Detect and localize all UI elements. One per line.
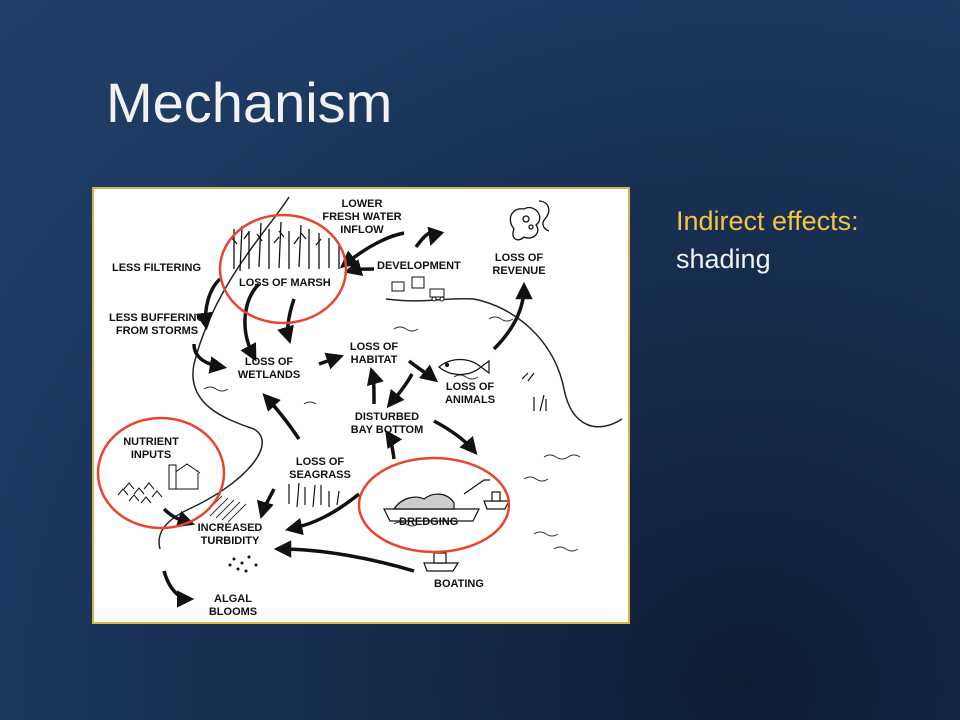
label-less-filtering: LESS FILTERING — [112, 262, 201, 274]
side-text-line1: Indirect effects: — [676, 206, 859, 236]
money-bag-icon — [509, 200, 550, 241]
label-dredging: DREDGING — [399, 516, 458, 528]
side-text: Indirect effects: shading — [676, 202, 859, 278]
algae-dots-icon — [228, 555, 258, 573]
marsh-edge — [385, 297, 623, 428]
side-text-line2: shading — [676, 244, 771, 274]
buildings-icon — [391, 276, 445, 302]
marsh-grass-icon — [231, 221, 340, 272]
highlight-circles — [96, 213, 511, 554]
shoreline — [158, 196, 290, 550]
highlight-circle-dredging — [357, 456, 511, 554]
label-development: DEVELOPMENT — [377, 260, 461, 272]
water-ripples — [203, 316, 581, 552]
fish-icon — [438, 358, 490, 376]
label-boating: BOATING — [434, 578, 484, 590]
boat-icon — [423, 552, 460, 572]
flow-arrows — [162, 226, 533, 608]
dredge-ship-icon — [383, 479, 510, 522]
seagrass-icon — [288, 372, 547, 508]
slide-title: Mechanism — [106, 71, 393, 134]
label-loss-of-marsh: LOSS OF MARSH — [239, 277, 331, 289]
highlight-circle-marsh — [218, 213, 348, 325]
highlight-circle-nutrient — [96, 416, 226, 530]
farm-icon — [117, 463, 201, 504]
